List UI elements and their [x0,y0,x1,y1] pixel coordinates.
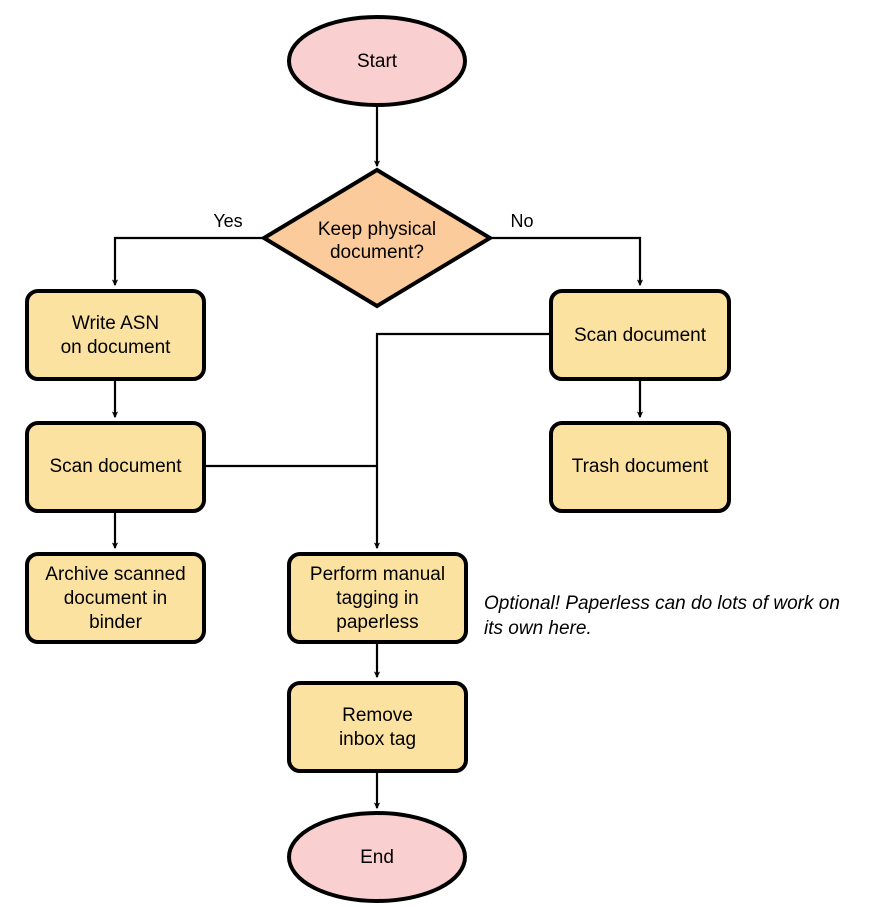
tagging-box [287,552,468,644]
node-end[interactable]: End [287,811,467,903]
archive-label-line-2: document in [64,588,168,609]
node-decision-keep-physical-document[interactable]: Keep physical document? [260,167,494,309]
optional-note-line-2: its own here. [484,618,592,639]
end-ellipse [287,811,467,903]
scan-document-left-label: Scan document [49,456,182,477]
tagging-label-line-2: tagging in [336,588,418,609]
write-asn-label-line-1: Write ASN [72,313,159,334]
node-perform-manual-tagging[interactable]: Perform manual tagging in paperless [287,552,468,644]
node-remove-inbox-tag[interactable]: Remove inbox tag [287,681,468,773]
archive-label-line-3: binder [89,612,142,633]
scan-document-right-label: Scan document [574,325,707,346]
archive-box [25,552,206,644]
trash-document-box [549,421,731,513]
trash-document-label: Trash document [572,456,709,477]
node-write-asn-on-document[interactable]: Write ASN on document [25,289,206,381]
write-asn-box [25,289,206,381]
tagging-label-line-3: paperless [336,612,418,633]
edge-label-no: No [510,211,533,231]
optional-note-line-1: Optional! Paperless can do lots of work … [484,593,840,614]
edge-decision-no [490,236,644,287]
node-scan-document-left[interactable]: Scan document [25,421,206,513]
remove-inbox-label-line-2: inbox tag [339,729,416,750]
edge-label-yes: Yes [213,211,242,231]
node-archive-scanned-document-in-binder[interactable]: Archive scanned document in binder [25,552,206,644]
edge-decision-yes [111,236,264,287]
connector-layer [111,105,644,810]
node-trash-document[interactable]: Trash document [549,421,731,513]
scan-document-right-box [549,289,731,381]
start-ellipse [287,15,467,107]
node-scan-document-right[interactable]: Scan document [549,289,731,381]
decision-label-line-2: document? [330,242,424,263]
tagging-label-line-1: Perform manual [310,564,445,585]
write-asn-label-line-2: on document [61,337,172,358]
decision-diamond [260,167,494,309]
archive-label-line-1: Archive scanned [45,564,185,585]
start-label: Start [357,51,398,72]
optional-note: Optional! Paperless can do lots of work … [484,593,840,639]
end-label: End [360,847,394,868]
decision-label-line-1: Keep physical [318,219,436,240]
remove-inbox-label-line-1: Remove [342,705,413,726]
edge-scan-right-to-tagging [373,332,551,550]
remove-inbox-box [287,681,468,773]
node-start[interactable]: Start [287,15,467,107]
scan-document-left-box [25,421,206,513]
